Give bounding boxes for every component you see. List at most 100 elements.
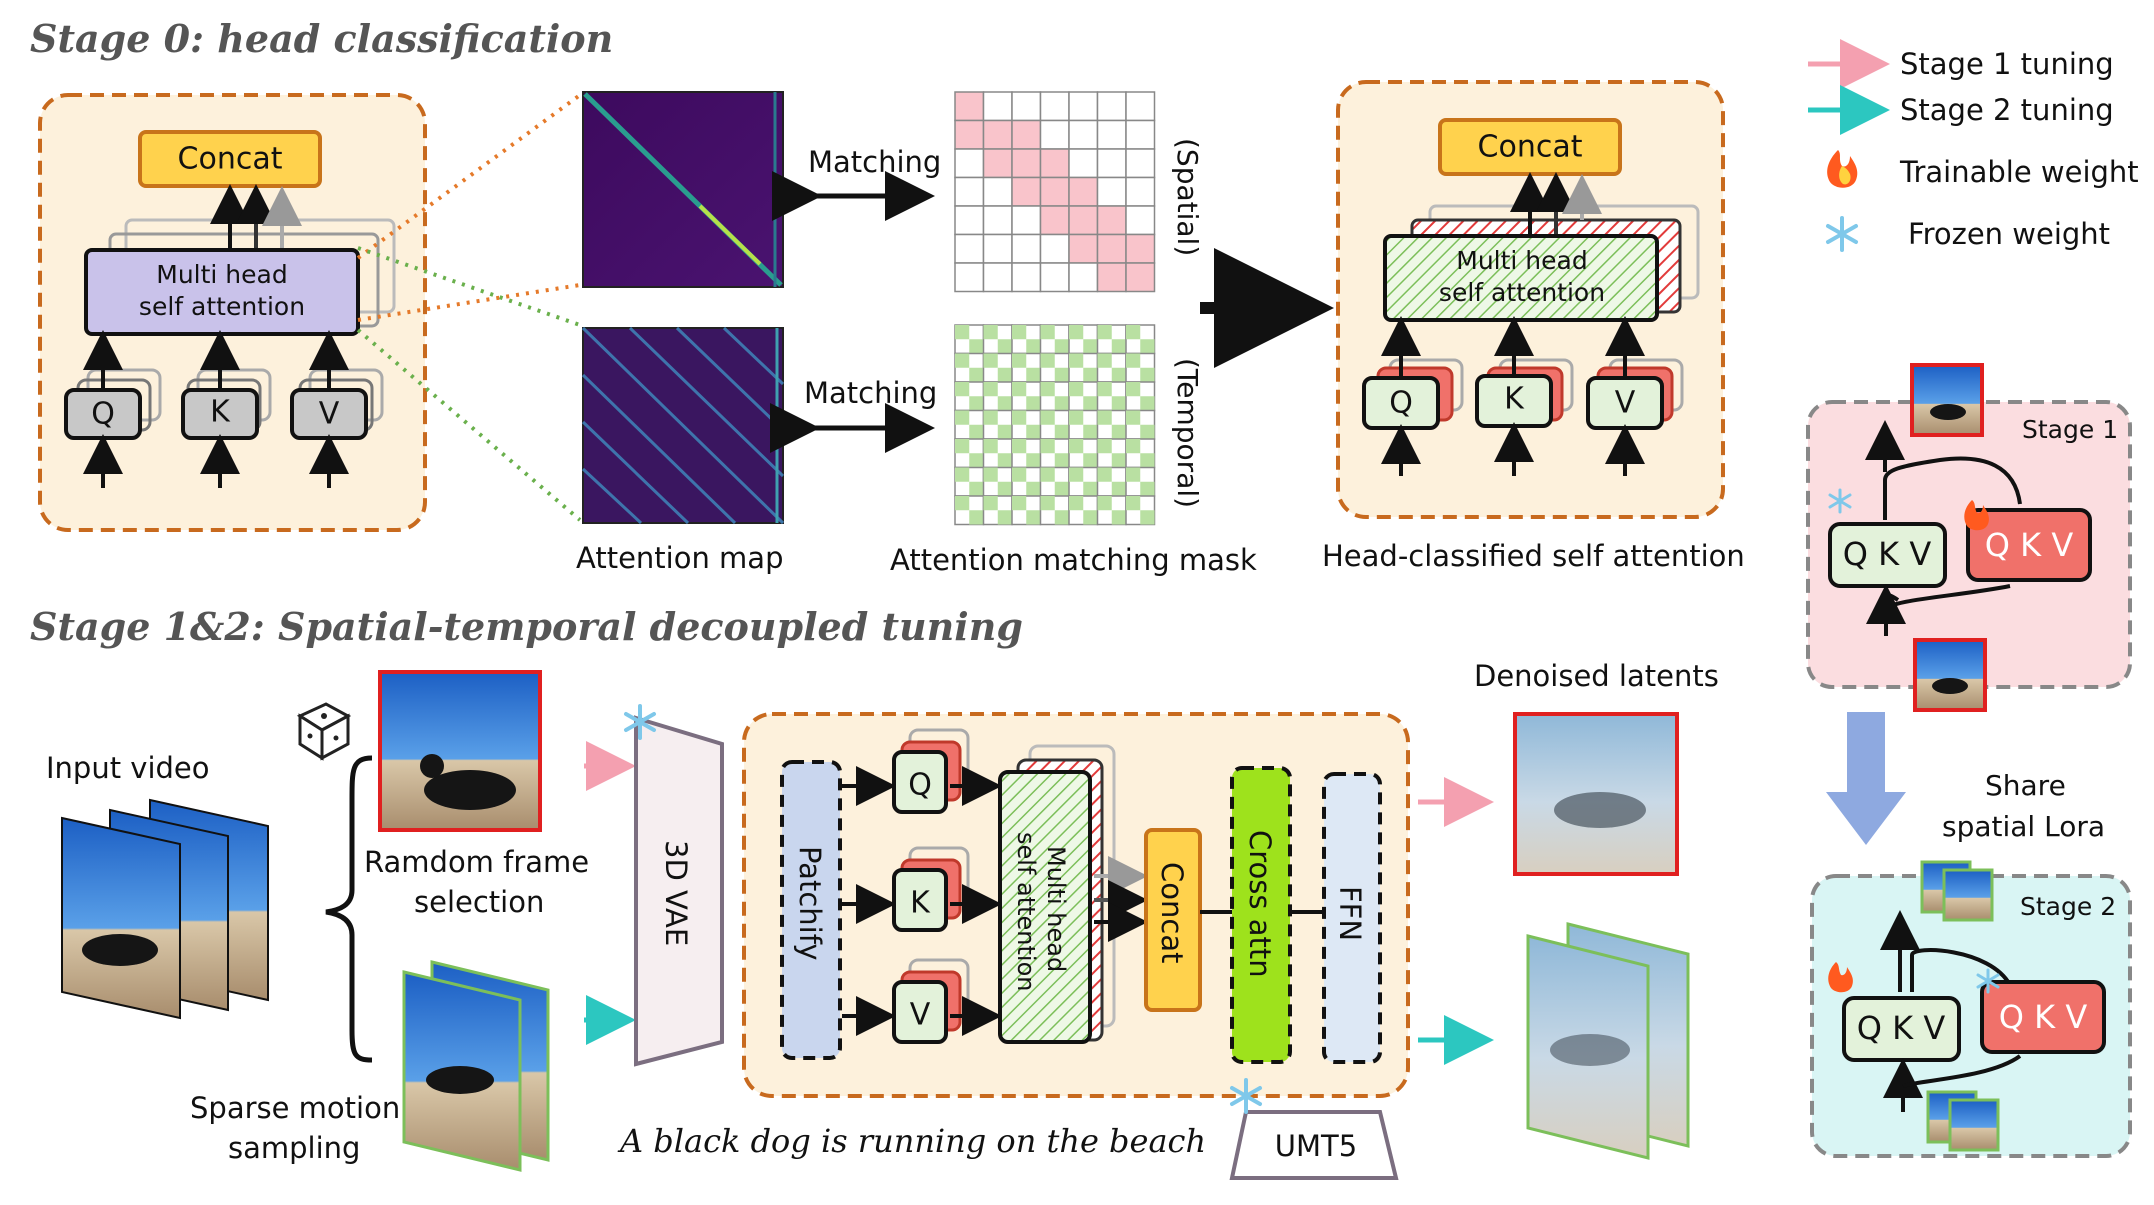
mask-cell <box>1068 91 1099 122</box>
mask-cell-fill <box>1054 481 1069 496</box>
mask-cell-fill <box>1097 353 1112 368</box>
mask-cell-fill <box>1097 410 1112 425</box>
stage0-right-q-label: Q <box>1389 386 1413 421</box>
matching-label-bottom: Matching <box>804 376 937 410</box>
legend-stage2-label: Stage 2 tuning <box>1900 93 2114 127</box>
mask-cell-fill <box>1083 367 1098 382</box>
mask-cell-fill <box>1026 424 1041 439</box>
mask-cell-fill <box>983 353 998 368</box>
spatial-mask-grid <box>954 91 1156 293</box>
mask-cell <box>1096 119 1127 150</box>
dit-mhsa-label1: Multi head <box>1042 846 1070 972</box>
mask-cell-fill <box>1126 382 1141 397</box>
mask-cell-fill <box>1083 481 1098 496</box>
mask-cell-fill <box>1097 382 1112 397</box>
mask-cell-fill <box>955 410 970 425</box>
mask-cell-fill <box>1054 396 1069 411</box>
patchify-label: Patchify <box>793 846 827 961</box>
mask-cell-fill <box>955 325 970 340</box>
mask-cell-fill <box>955 467 970 482</box>
stage0-right-v-label: V <box>1615 386 1636 421</box>
mask-cell <box>1068 176 1099 207</box>
mask-cell-fill <box>1012 410 1027 425</box>
mask-cell <box>1125 176 1156 207</box>
attention-diagonal-highlight <box>698 204 762 266</box>
mask-cell-fill <box>997 453 1012 468</box>
dit-concat-label: Concat <box>1155 862 1189 963</box>
dit-concat-block <box>1144 828 1202 1012</box>
stage0-v-label: V <box>319 397 340 432</box>
mask-cell-fill <box>969 339 984 354</box>
snowflake-icon <box>1828 488 1852 514</box>
random-frame-label2: selection <box>414 885 544 919</box>
mask-cell-fill <box>1026 481 1041 496</box>
legend-trainable-label: Trainable weight <box>1899 155 2139 189</box>
mask-cell-fill <box>1054 453 1069 468</box>
mask-cell-fill <box>1111 424 1126 439</box>
mask-cell-fill <box>1097 467 1112 482</box>
input-video-frames <box>61 798 269 1020</box>
stage0-title: Stage 0: head classification <box>30 16 613 61</box>
matching-label-top: Matching <box>808 145 941 179</box>
side-stage1-label: Stage 1 <box>2022 415 2118 444</box>
mask-cell-fill <box>983 467 998 482</box>
mask-cell-fill <box>1026 339 1041 354</box>
fire-icon <box>1828 962 1853 993</box>
ffn-block <box>1322 772 1382 1064</box>
attention-mask-caption: Attention matching mask <box>890 543 1257 577</box>
mask-cell-fill <box>1069 382 1084 397</box>
mask-cell-fill <box>1097 496 1112 511</box>
mask-cell-fill <box>1069 467 1084 482</box>
head-classified-caption: Head-classified self attention <box>1322 539 1745 573</box>
mask-cell <box>1011 148 1042 179</box>
mask-cell-fill <box>969 396 984 411</box>
umt5-block <box>1229 1110 1399 1180</box>
sparse-label1: Sparse motion <box>190 1091 400 1125</box>
mask-cell-fill <box>1040 496 1055 511</box>
mask-cell <box>1125 262 1156 293</box>
mask-cell <box>982 119 1013 150</box>
mask-cell-fill <box>1126 410 1141 425</box>
mask-cell-fill <box>969 481 984 496</box>
mask-cell-fill <box>997 510 1012 525</box>
cross-attn-block <box>1230 766 1292 1064</box>
mask-cell-fill <box>1126 353 1141 368</box>
mask-cell <box>954 119 985 150</box>
mask-cell <box>954 176 985 207</box>
mask-cell-fill <box>1083 510 1098 525</box>
stage0-qkv-group <box>64 368 384 440</box>
share-label2: spatial Lora <box>1942 810 2105 843</box>
mask-cell-fill <box>1054 339 1069 354</box>
mask-cell-fill <box>983 496 998 511</box>
mask-cell-fill <box>1111 367 1126 382</box>
mask-cell-fill <box>1054 510 1069 525</box>
stage0-right-qkv-group <box>1362 358 1684 430</box>
mask-cell-fill <box>1026 367 1041 382</box>
mask-cell-fill <box>1026 510 1041 525</box>
mask-cell <box>1096 176 1127 207</box>
side-stage1-qkv-trainable-label: Q K V <box>1985 526 2074 564</box>
mask-cell-fill <box>983 439 998 454</box>
side-stage1-qkv-trainable <box>1966 508 2092 582</box>
snowflake-icon <box>1976 968 2000 994</box>
mask-cell-fill <box>1069 439 1084 454</box>
mask-cell <box>982 262 1013 293</box>
random-frame-image <box>378 670 542 832</box>
spatial-label: (Spatial) <box>1171 138 1204 256</box>
mask-cell-fill <box>1012 496 1027 511</box>
mask-cell-fill <box>969 453 984 468</box>
mask-cell <box>1039 205 1070 236</box>
mask-cell <box>954 205 985 236</box>
mask-cell <box>1125 205 1156 236</box>
mask-cell-fill <box>1111 510 1126 525</box>
mask-cell <box>954 233 985 264</box>
mask-cell-fill <box>1126 439 1141 454</box>
stage0-mhsa-label1: Multi head <box>156 260 287 289</box>
mask-cell-fill <box>983 325 998 340</box>
mask-cell-fill <box>1069 353 1084 368</box>
mask-cell-fill <box>1126 496 1141 511</box>
mask-cell <box>1039 148 1070 179</box>
mask-cell-fill <box>1111 396 1126 411</box>
mask-cell <box>1039 233 1070 264</box>
